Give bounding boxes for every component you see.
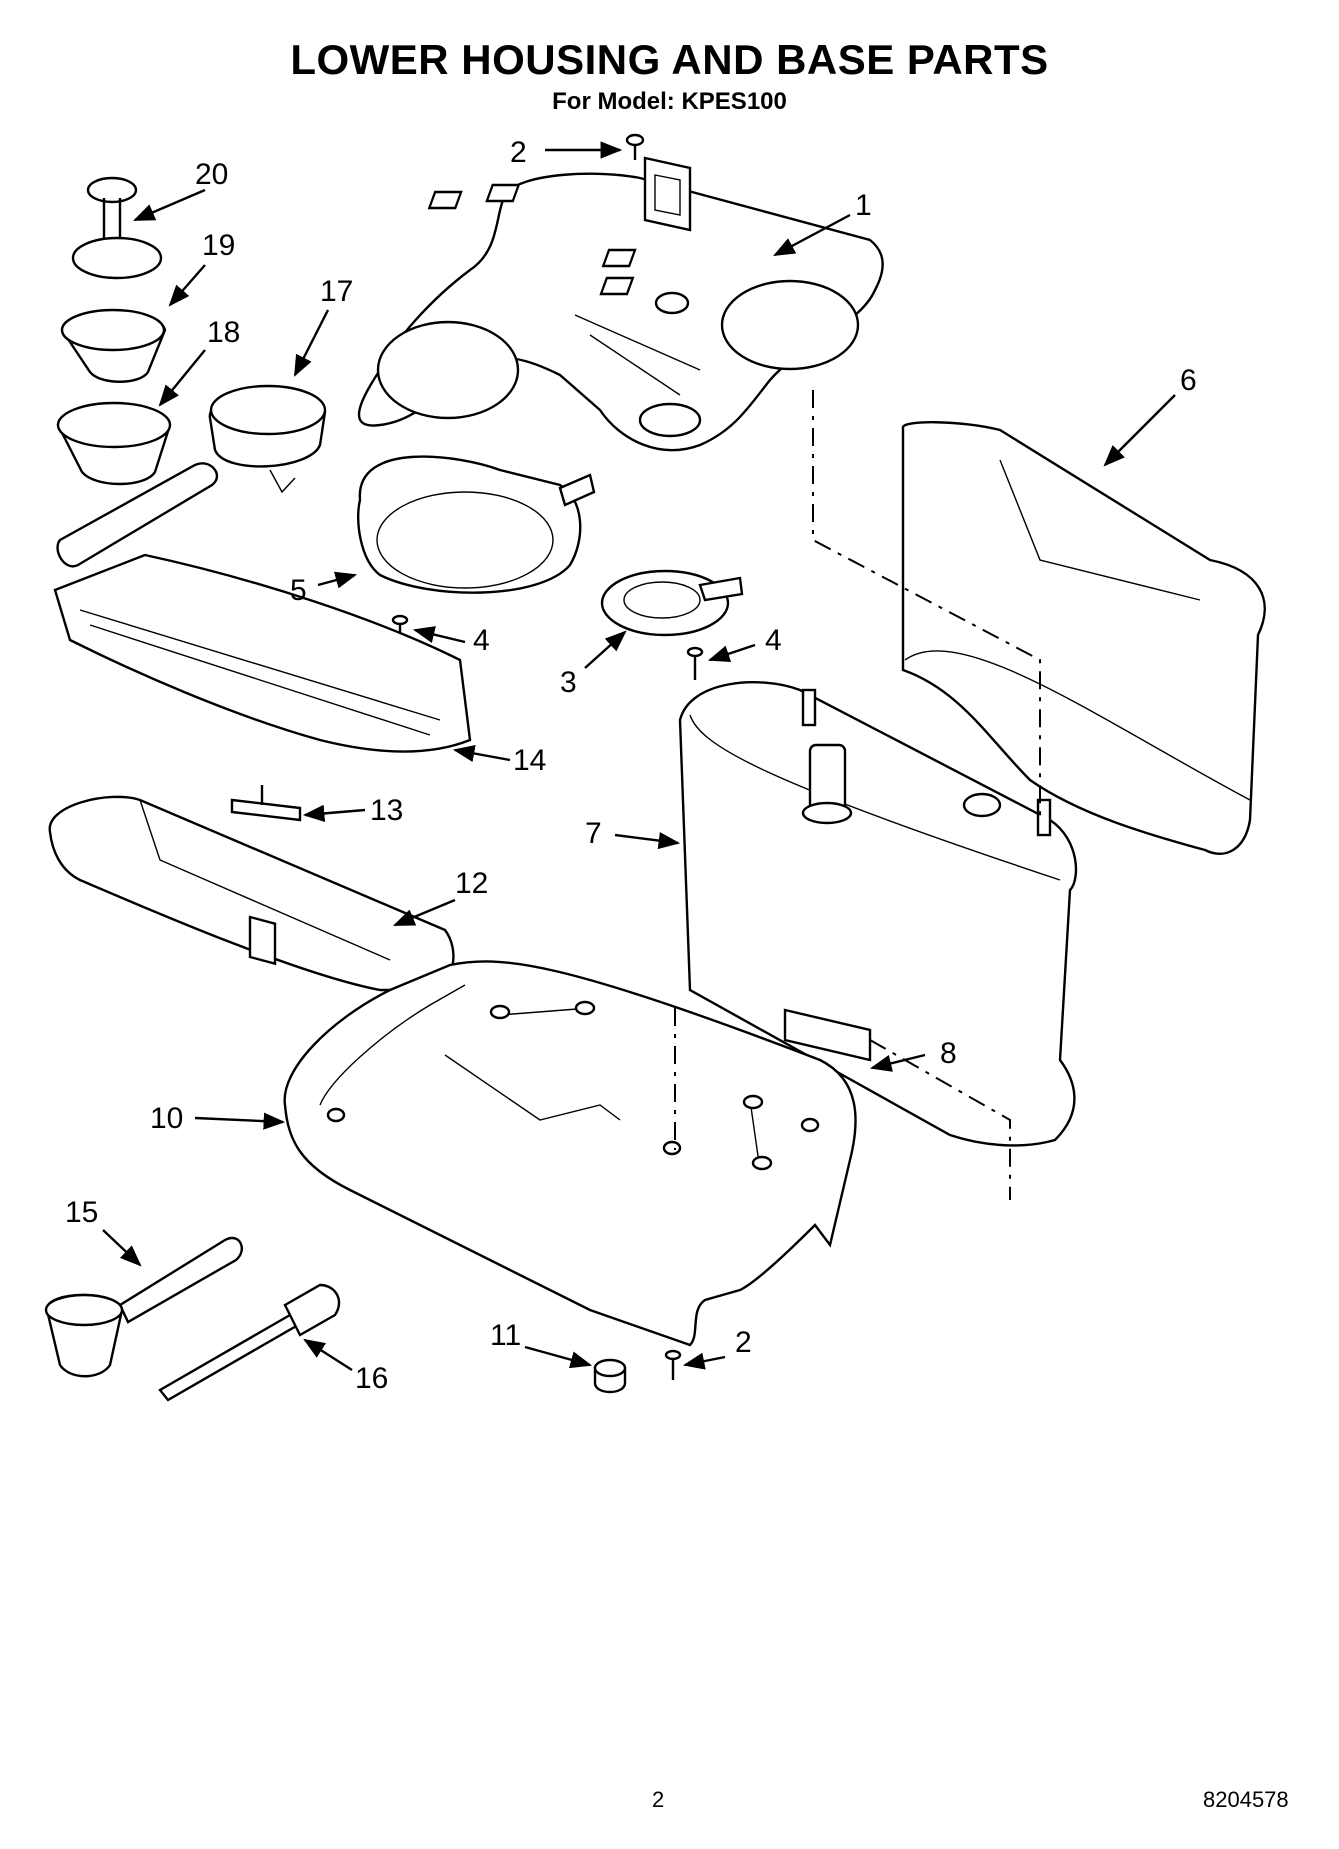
part-14-drip-grate xyxy=(53,553,472,753)
alignment-lines xyxy=(674,390,1041,1200)
part-3-small-gasket xyxy=(600,569,744,637)
part-20-tamper xyxy=(71,176,163,280)
leader-arrows xyxy=(102,141,1176,1372)
callout-2-bottom: 2 xyxy=(735,1326,752,1359)
part-11-foot xyxy=(593,1358,627,1394)
part-17-portafilter xyxy=(56,384,327,568)
callout-20: 20 xyxy=(195,158,228,191)
part-2-screw-top xyxy=(625,133,645,160)
callout-3: 3 xyxy=(560,666,577,699)
part-6-water-tank xyxy=(901,421,1266,855)
callout-7: 7 xyxy=(585,817,602,850)
page-number: 2 xyxy=(652,1787,665,1812)
part-10-base xyxy=(283,960,857,1347)
part-5-gasket xyxy=(357,455,596,594)
part-4-screw-right xyxy=(686,646,704,680)
part-16-brush xyxy=(158,1283,341,1402)
callout-6: 6 xyxy=(1180,364,1197,397)
callout-4-right: 4 xyxy=(765,624,782,657)
callout-13: 13 xyxy=(370,794,403,827)
callout-8: 8 xyxy=(940,1037,957,1070)
callout-18: 18 xyxy=(207,316,240,349)
callout-19: 19 xyxy=(202,229,235,262)
part-18-filter-basket xyxy=(56,401,172,486)
model-subtitle: For Model: KPES100 xyxy=(552,88,787,115)
callout-15: 15 xyxy=(65,1196,98,1229)
callout-14: 14 xyxy=(513,744,546,777)
callout-4-left: 4 xyxy=(473,624,490,657)
callout-11: 11 xyxy=(490,1319,521,1352)
callout-1: 1 xyxy=(855,189,872,222)
part-2-screw-bottom xyxy=(664,1349,682,1380)
callout-2-top: 2 xyxy=(510,136,527,169)
part-15-scoop xyxy=(44,1236,243,1378)
callout-5: 5 xyxy=(290,574,307,607)
part-7-boiler-housing xyxy=(678,681,1078,1147)
callout-labels: 2 1 20 19 17 18 6 5 4 3 4 14 13 7 12 8 1… xyxy=(65,136,1197,1395)
callout-16: 16 xyxy=(355,1362,388,1395)
part-13-float xyxy=(230,785,302,822)
part-1-upper-plate xyxy=(357,156,884,452)
part-19-filter-basket xyxy=(60,308,167,383)
callout-10: 10 xyxy=(150,1102,183,1135)
document-number: 8204578 xyxy=(1203,1787,1289,1812)
callout-17: 17 xyxy=(320,275,353,308)
part-12-drip-tray xyxy=(48,795,455,992)
callout-12: 12 xyxy=(455,867,488,900)
page-title: LOWER HOUSING AND BASE PARTS xyxy=(290,36,1049,83)
